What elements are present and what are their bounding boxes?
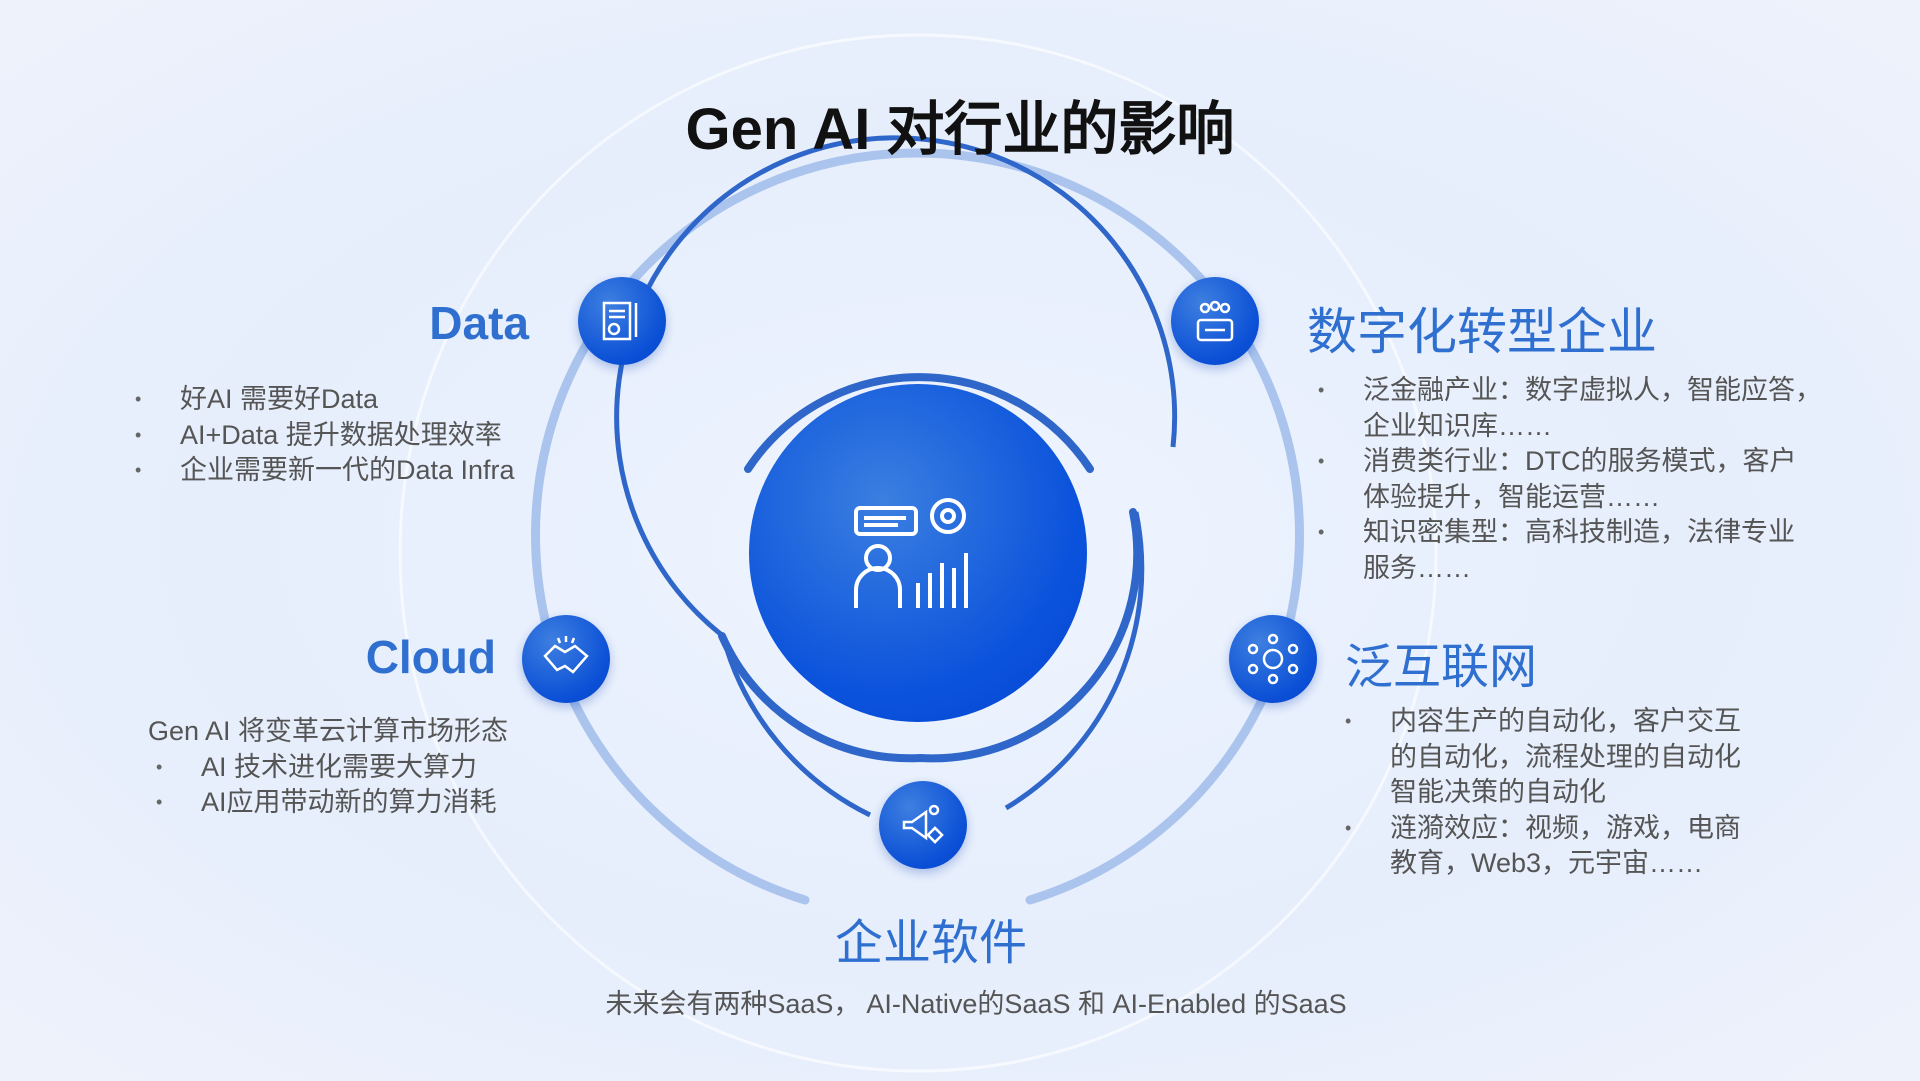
digital-line: 体验提升，智能运营…… <box>1363 481 1660 512</box>
handshake-icon <box>543 636 589 674</box>
cloud-bullet: AI应用带动新的算力消耗 <box>156 785 508 821</box>
inner-ring-arc-bottom <box>718 508 1142 763</box>
cloud-heading: Cloud <box>365 631 496 683</box>
inner-ring-arc-top <box>744 373 1094 473</box>
data-bullet: 企业需要新一代的Data Infra <box>135 453 515 489</box>
internet-line: 内容生产的自动化，客户交互 <box>1345 704 1741 740</box>
internet-line: 涟漪效应：视频，游戏，电商 <box>1345 811 1741 847</box>
report-clipboard-icon <box>602 301 638 341</box>
internet-bullets: 内容生产的自动化，客户交互 的自动化，流程处理的自动化 智能决策的自动化 涟漪效… <box>1345 704 1741 882</box>
internet-line: 智能决策的自动化 <box>1390 777 1606 807</box>
cloud-intro: Gen AI 将变革云计算市场形态 <box>148 716 509 746</box>
digital-bullets: 泛金融产业：数字虚拟人，智能应答， 企业知识库…… 消费类行业：DTC的服务模式… <box>1318 373 1822 586</box>
middle-ring-arc-lower <box>720 635 872 818</box>
digital-heading: 数字化转型企业 <box>1307 304 1657 360</box>
digital-line: 企业知识库…… <box>1363 410 1552 441</box>
digital-line: 知识密集型：高科技制造，法律专业 <box>1318 515 1822 551</box>
network-megaphone-icon <box>1247 633 1299 685</box>
data-bullet: AI+Data 提升数据处理效率 <box>135 418 515 454</box>
center-circle <box>749 384 1087 722</box>
middle-ring-arc-right <box>1004 511 1145 811</box>
data-bullets: 好AI 需要好Data AI+Data 提升数据处理效率 企业需要新一代的Dat… <box>135 382 515 489</box>
internet-heading: 泛互联网 <box>1345 641 1538 694</box>
internet-line: 教育，Web3，元宇宙…… <box>1390 848 1704 878</box>
digital-line: 服务…… <box>1363 552 1471 583</box>
middle-ring-arc-upper <box>614 135 1178 638</box>
data-heading: Data <box>429 297 529 349</box>
software-icon-circle <box>879 781 967 869</box>
marketing-megaphone-icon <box>902 804 944 844</box>
analyst-dashboard-icon <box>854 498 968 608</box>
digital-line: 泛金融产业：数字虚拟人，智能应答， <box>1318 373 1822 409</box>
data-icon-circle <box>578 277 666 365</box>
data-bullet: 好AI 需要好Data <box>135 382 515 418</box>
digital-icon-circle <box>1171 277 1259 365</box>
software-heading: 企业软件 <box>834 917 1027 970</box>
page-title: Gen AI 对行业的影响 <box>685 97 1235 162</box>
internet-line: 的自动化，流程处理的自动化 <box>1390 741 1741 772</box>
cloud-bullet: AI 技术进化需要大算力 <box>156 750 508 786</box>
internet-icon-circle <box>1229 615 1317 703</box>
software-description: 未来会有两种SaaS， AI-Native的SaaS 和 AI-Enabled … <box>605 989 1347 1019</box>
cloud-text: Gen AI 将变革云计算市场形态 AI 技术进化需要大算力 AI应用带动新的算… <box>148 714 508 821</box>
cloud-icon-circle <box>522 615 610 703</box>
digital-line: 消费类行业：DTC的服务模式，客户 <box>1318 444 1822 480</box>
team-tablet-icon <box>1196 300 1234 342</box>
faint-outer-ring <box>398 33 1438 1073</box>
